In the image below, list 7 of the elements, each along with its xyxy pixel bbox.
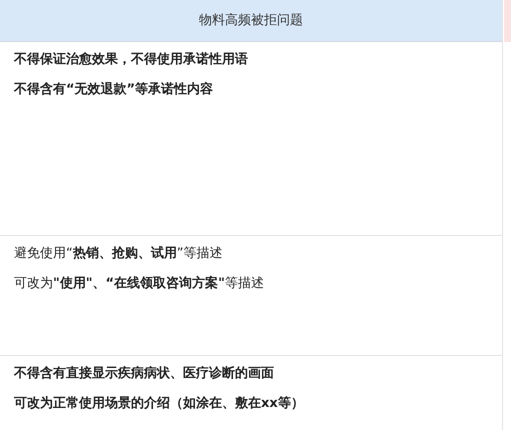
table-cell-text: 可改为正常使用场景的介绍（如涂在、敷在xx等） xyxy=(14,395,305,413)
table-cell-text: 不得保证治愈效果，不得使用承诺性用语 xyxy=(14,51,249,69)
table-cell-text: 不得含有“无效退款”等承诺性内容 xyxy=(14,80,214,99)
column-header: 物料高频被拒问题 xyxy=(199,12,303,30)
table-cell-text: 可改为"使用"、“在线领取咨询方案"等描述 xyxy=(14,274,265,293)
table-cell-text: 避免使用“热销、抢购、试用”等描述 xyxy=(14,245,224,263)
table-cell-text: 不得含有直接显示疾病病状、医疗诊断的画面 xyxy=(14,364,275,383)
